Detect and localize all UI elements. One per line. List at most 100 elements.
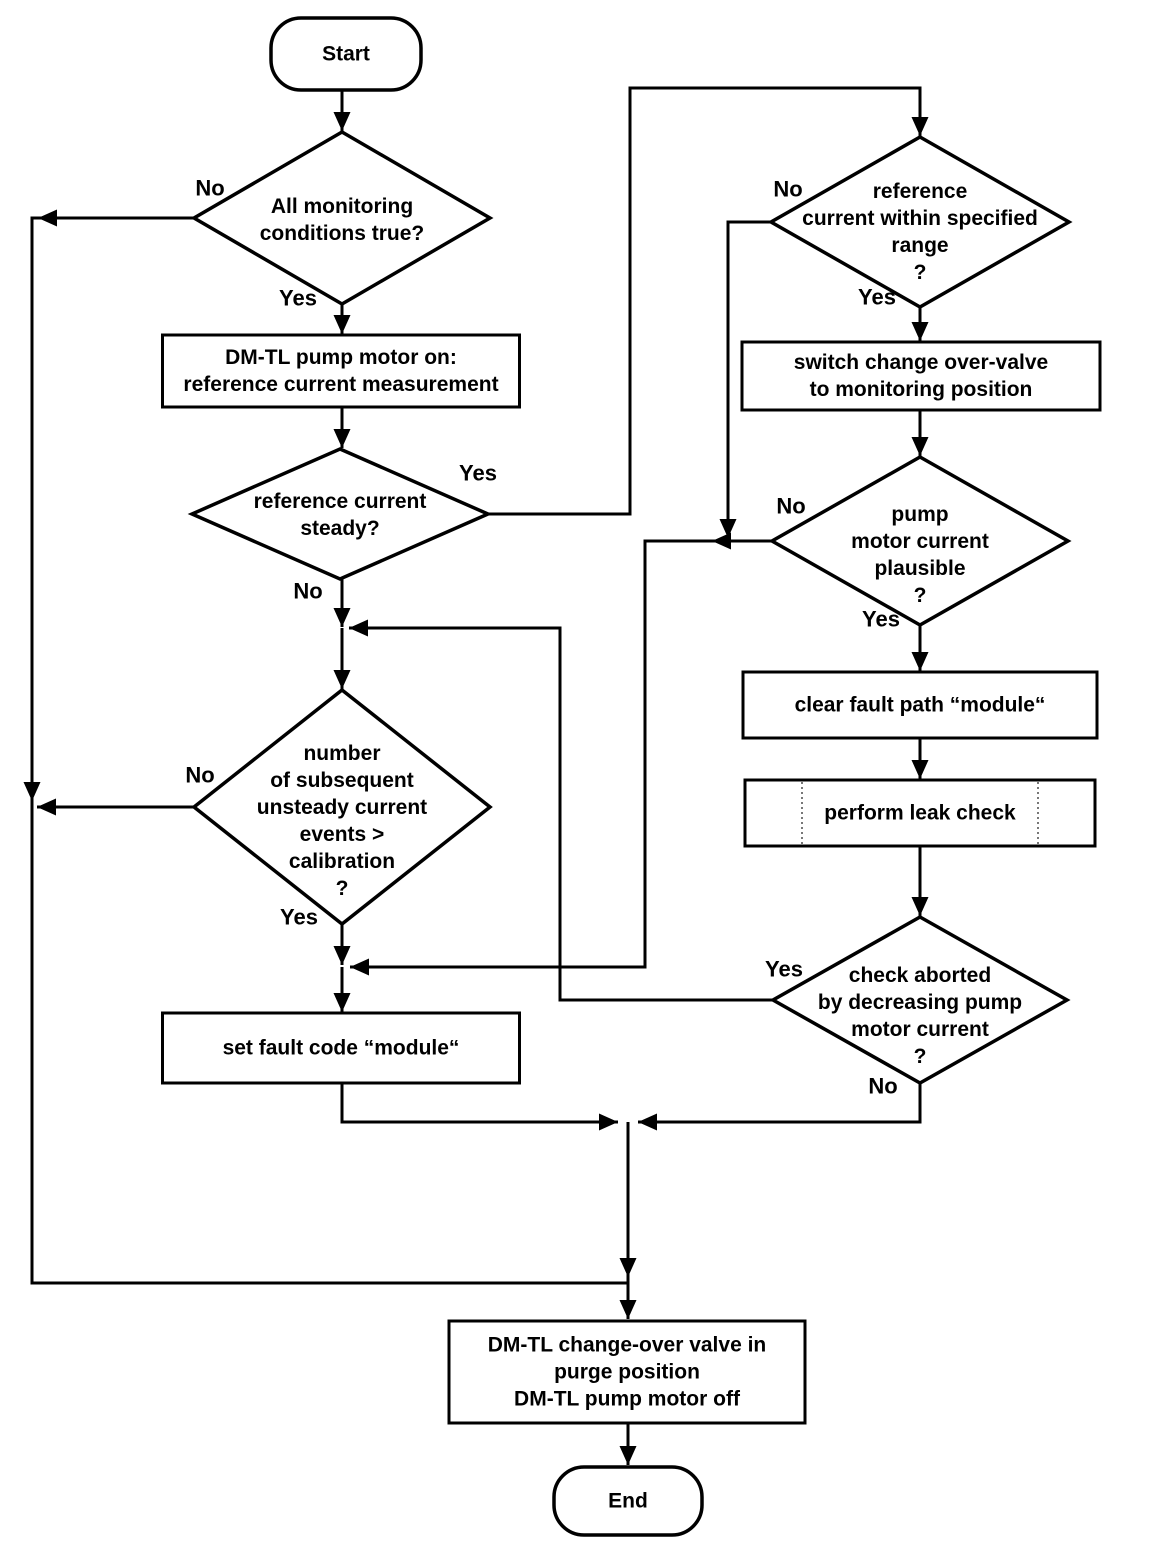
node-valve-purge-motor-off: DM-TL change-over valve in purge position… — [447, 1319, 807, 1425]
valve-purge-motor-off-label-line-1: purge position — [554, 1361, 700, 1384]
branch-label-unsteady-yes: Yes — [280, 905, 318, 930]
pump-motor-current-plausible-label-line-1: motor current — [851, 530, 989, 553]
unsteady-events-count-label-line-2: unsteady current — [257, 796, 427, 819]
edge-left-rail-lower — [30, 807, 628, 1285]
branch-label-aborted-yes: Yes — [765, 957, 803, 982]
edge-pumpon-to-steady — [333, 407, 351, 448]
branch-label-range-no: No — [773, 177, 802, 202]
edge-aborted-yes-loop — [349, 619, 775, 1002]
edge-line-monitoring-no-left-rail — [30, 216, 194, 807]
monitoring-conditions-label-line-0: All monitoring — [271, 195, 413, 218]
arrowhead-range-yes-0 — [911, 322, 929, 341]
unsteady-events-count-label-line-4: calibration — [289, 850, 395, 873]
arrowhead-fault-path-to-junction2-0 — [712, 532, 731, 550]
arrowhead-aborted-no-0 — [638, 1113, 657, 1131]
clear-fault-path-shape — [741, 670, 1099, 740]
branch-label-plausible-no: No — [776, 494, 805, 519]
arrowhead-aborted-yes-loop-0 — [349, 619, 368, 637]
edge-switch-to-plausible — [911, 410, 929, 456]
reference-current-range-label-line-3: ? — [914, 261, 927, 284]
check-aborted-label-line-0: check aborted — [849, 964, 991, 987]
edge-line-range-no — [726, 220, 772, 538]
arrowhead-unsteady-yes-0 — [333, 946, 351, 965]
pump-motor-on-shape — [161, 333, 521, 409]
arrowhead-junction3-down-0 — [619, 1258, 637, 1277]
edge-line-left-rail-lower — [30, 807, 628, 1285]
unsteady-events-count-label-line-5: ? — [336, 877, 349, 900]
arrowhead-monitoring-no-left-rail-0 — [38, 209, 57, 227]
edge-junction3-down — [619, 1122, 637, 1283]
pump-motor-current-plausible-label-line-0: pump — [891, 503, 948, 526]
edge-line-fault-path-to-junction2 — [350, 539, 773, 969]
edge-unsteady-no — [37, 798, 193, 816]
pump-motor-on-label-line-1: reference current measurement — [183, 373, 498, 396]
edge-leakcheck-to-aborted — [911, 846, 929, 916]
node-pump-motor-on: DM-TL pump motor on: reference current me… — [161, 333, 521, 409]
edge-junction1-to-unsteady — [333, 628, 351, 689]
check-aborted-label-line-3: ? — [914, 1045, 927, 1068]
unsteady-events-count-label-line-0: number — [303, 742, 380, 765]
arrowhead-fault-path-to-junction2-1 — [350, 958, 369, 976]
edge-steady-no — [333, 579, 351, 627]
reference-current-range-label-line-1: current within specified — [802, 207, 1038, 230]
edge-line-steady-yes-to-range — [487, 86, 922, 516]
arrowhead-unsteady-no-0 — [37, 798, 56, 816]
edges-layer — [23, 86, 929, 1465]
arrowhead-monitoring-no-left-rail-1 — [23, 782, 41, 801]
branch-label-monitoring-no: No — [195, 176, 224, 201]
arrowhead-steady-yes-to-range-0 — [911, 117, 929, 136]
branch-label-unsteady-no: No — [185, 763, 214, 788]
start-label-line-0: Start — [322, 43, 370, 66]
edge-setfault-out — [340, 1082, 618, 1131]
branch-label-steady-no: No — [293, 579, 322, 604]
edge-junction2-to-setfault — [333, 967, 351, 1012]
edge-line-aborted-yes-loop — [349, 626, 775, 1002]
valve-purge-motor-off-label-line-0: DM-TL change-over valve in — [488, 1334, 767, 1357]
edge-start-to-monitoring — [333, 90, 351, 131]
monitoring-conditions-label-line-1: conditions true? — [260, 222, 425, 245]
branch-label-plausible-yes: Yes — [862, 607, 900, 632]
reference-current-range-shape — [767, 134, 1073, 310]
node-monitoring-conditions: All monitoring conditions true? — [190, 129, 494, 307]
edge-clear-to-leakcheck — [911, 738, 929, 779]
pump-motor-current-plausible-label-line-2: plausible — [874, 557, 965, 580]
node-clear-fault-path: clear fault path “module“ — [741, 670, 1099, 740]
end-label-line-0: End — [608, 1490, 648, 1513]
edge-monitoring-no-left-rail — [23, 209, 194, 807]
branch-label-monitoring-yes: Yes — [279, 286, 317, 311]
arrowhead-setfault-out-0 — [599, 1113, 618, 1131]
branch-label-range-yes: Yes — [858, 285, 896, 310]
perform-leak-check-shape — [743, 778, 1097, 848]
edge-monitoring-yes — [333, 304, 351, 334]
arrowhead-steady-no-0 — [333, 608, 351, 627]
node-start: Start — [269, 16, 423, 92]
reference-current-range-label-line-2: range — [891, 234, 948, 257]
arrowhead-junction4-to-purge-0 — [619, 1300, 637, 1319]
edge-fault-path-to-junction2 — [350, 532, 773, 976]
check-aborted-label-line-1: by decreasing pump — [818, 991, 1022, 1014]
branch-label-steady-yes: Yes — [459, 461, 497, 486]
set-fault-code-label-line-0: set fault code “module“ — [223, 1037, 460, 1060]
node-perform-leak-check: perform leak check — [743, 778, 1097, 848]
switch-change-over-valve-label-line-1: to monitoring position — [810, 378, 1033, 401]
pump-motor-on-label-line-0: DM-TL pump motor on: — [225, 346, 457, 369]
node-pump-motor-current-plausible: pump motor current plausible? — [768, 454, 1072, 628]
start-shape — [269, 16, 423, 92]
valve-purge-motor-off-shape — [447, 1319, 807, 1425]
arrowhead-purge-to-end-0 — [619, 1446, 637, 1465]
end-shape — [552, 1465, 704, 1537]
branch-label-aborted-no: No — [868, 1074, 897, 1099]
monitoring-conditions-shape — [190, 129, 494, 307]
arrowhead-switch-to-plausible-0 — [911, 437, 929, 456]
edge-line-aborted-no — [638, 1083, 922, 1124]
arrowhead-range-no-0 — [719, 519, 737, 538]
set-fault-code-shape — [161, 1011, 521, 1085]
check-aborted-label-line-2: motor current — [851, 1018, 989, 1041]
reference-current-steady-label-line-0: reference current — [254, 490, 427, 513]
pump-motor-current-plausible-label-line-3: ? — [914, 584, 927, 607]
edge-plausible-yes — [911, 625, 929, 671]
